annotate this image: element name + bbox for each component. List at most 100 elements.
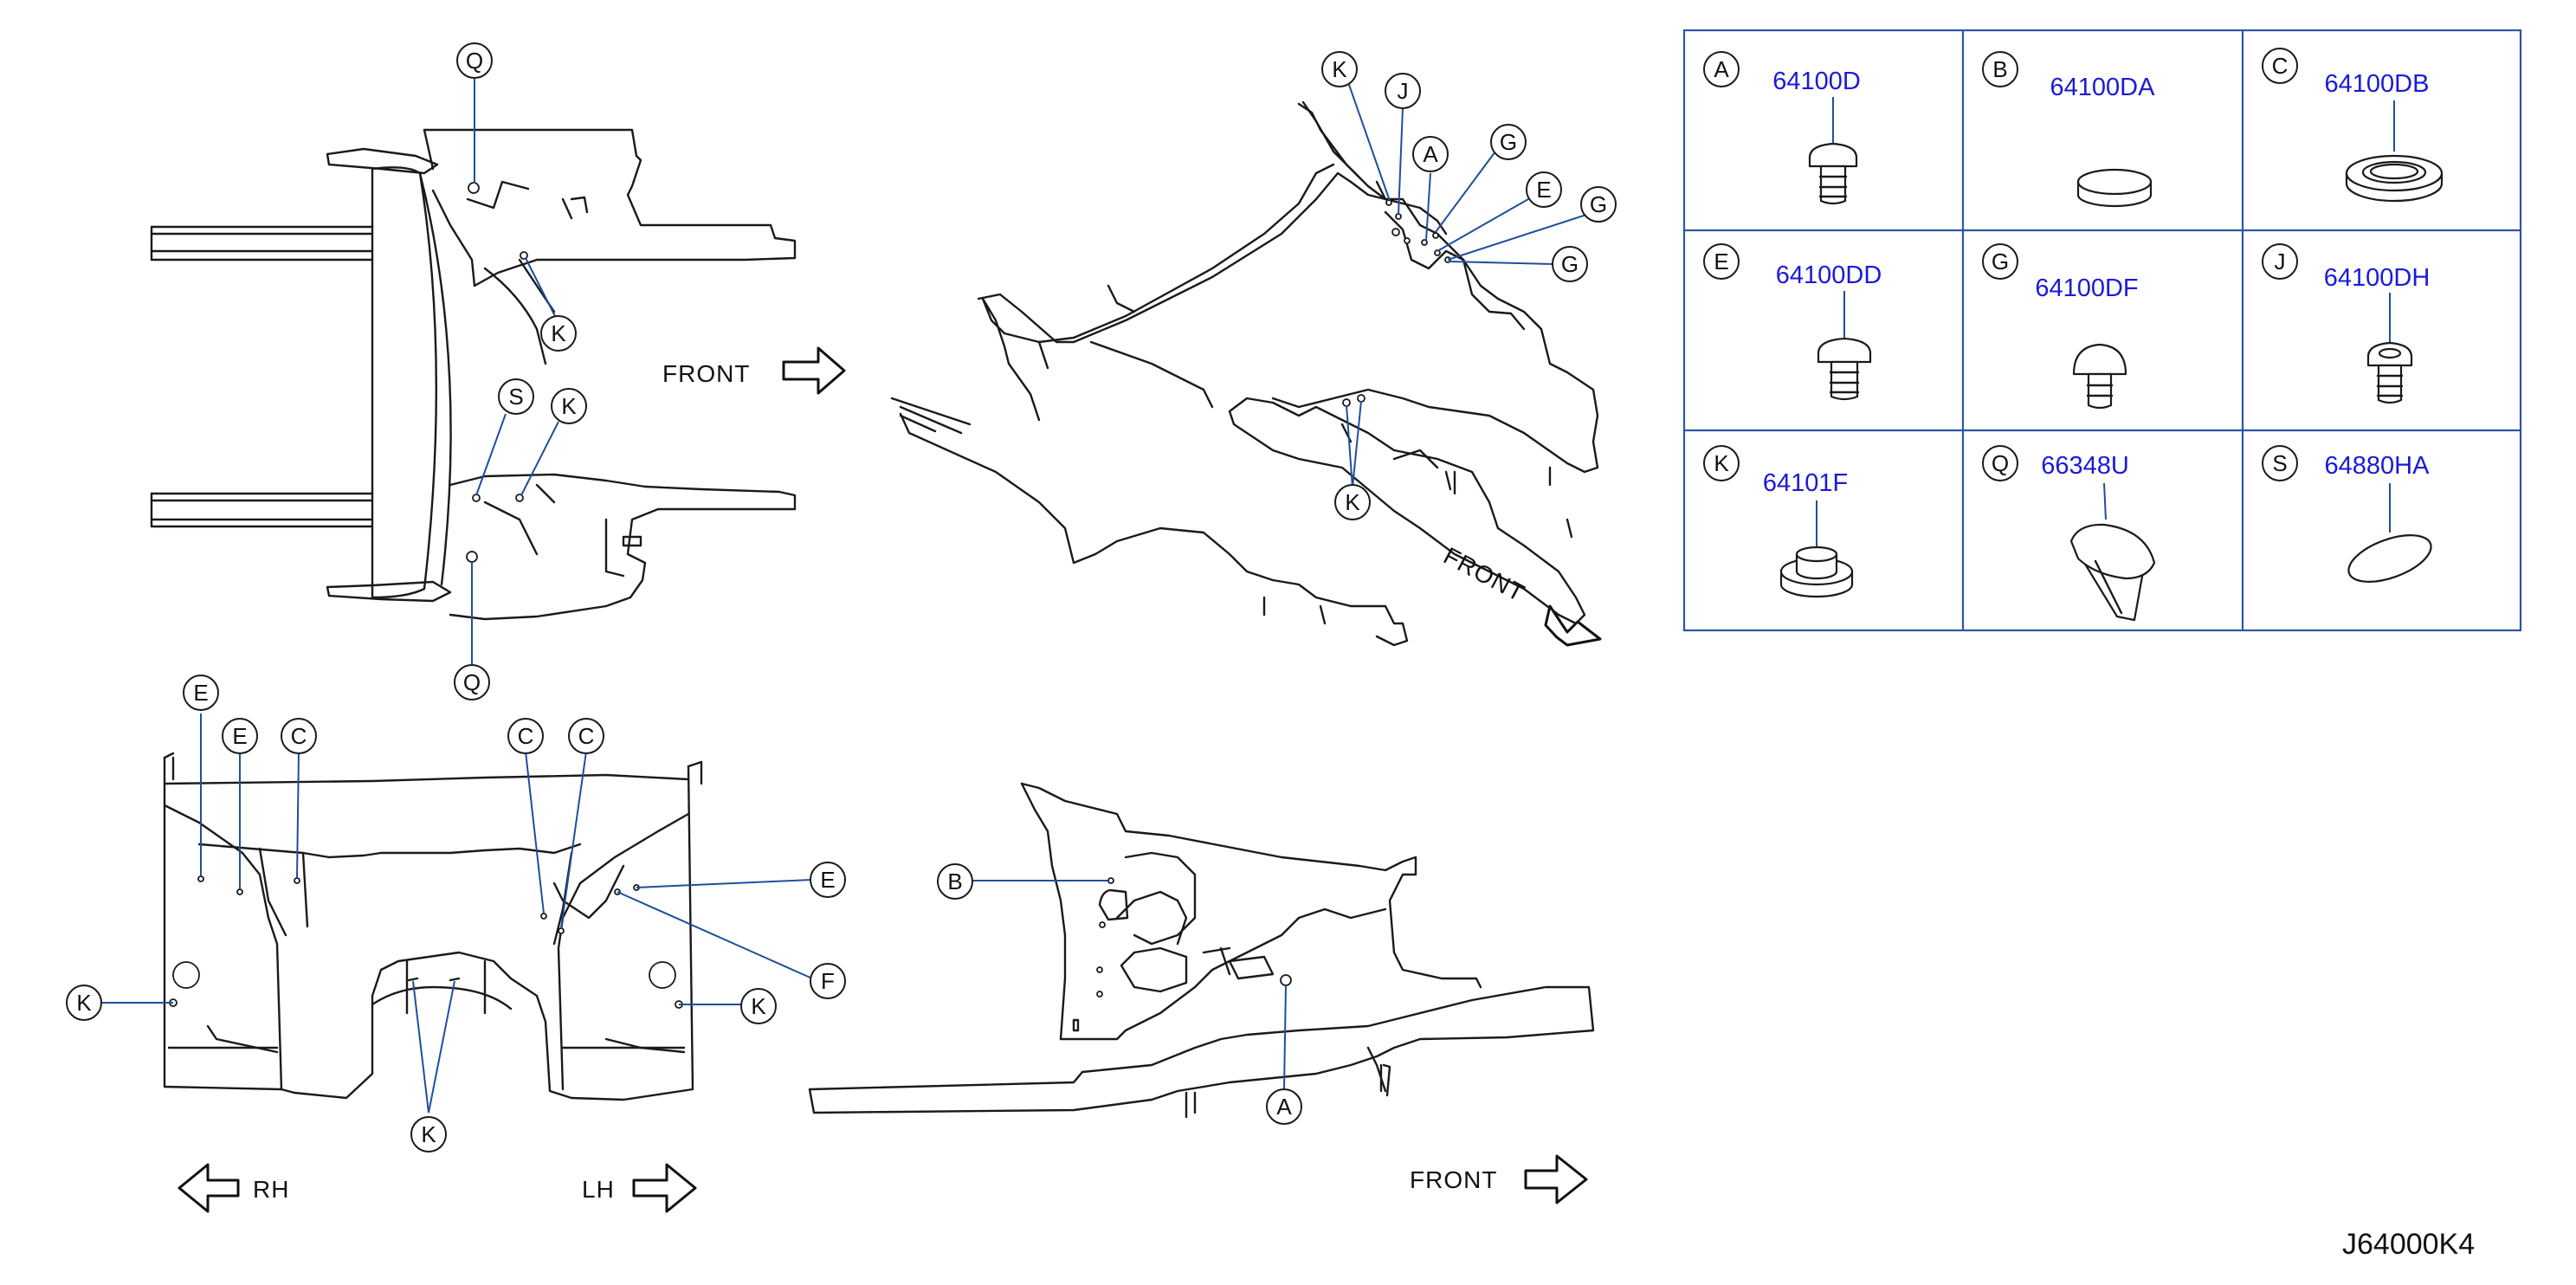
- svg-text:K: K: [551, 320, 566, 346]
- svg-text:K: K: [421, 1121, 436, 1147]
- view-top-body: [150, 128, 797, 621]
- svg-text:FRONT: FRONT: [1439, 542, 1529, 607]
- arrow-right-icon: [782, 346, 846, 395]
- svg-text:66348U: 66348U: [2041, 452, 2129, 480]
- parts-cell-c: C 64100DB: [2262, 48, 2444, 203]
- callout-k: K: [551, 388, 587, 424]
- callout-e: E: [810, 862, 846, 898]
- svg-text:G: G: [1590, 191, 1607, 217]
- direction-front-1: FRONT: [662, 346, 846, 395]
- svg-text:B: B: [1992, 56, 2007, 82]
- svg-text:FRONT: FRONT: [1410, 1166, 1497, 1193]
- callout-e: E: [222, 718, 258, 754]
- svg-text:E: E: [193, 680, 208, 706]
- svg-text:G: G: [1500, 129, 1517, 155]
- svg-text:S: S: [2272, 450, 2287, 476]
- arrow-right-icon: [632, 1163, 697, 1213]
- callout-f: F: [810, 963, 846, 999]
- svg-text:K: K: [1714, 450, 1729, 476]
- svg-text:64880HA: 64880HA: [2325, 452, 2431, 480]
- view-side-body: [808, 782, 1595, 1119]
- svg-text:E: E: [820, 867, 835, 893]
- svg-text:F: F: [821, 968, 835, 994]
- callout-k: K: [540, 315, 577, 352]
- svg-text:Q: Q: [1992, 450, 2009, 476]
- callout-k: K: [1334, 484, 1371, 520]
- svg-text:E: E: [1714, 249, 1728, 274]
- svg-text:E: E: [1536, 177, 1551, 203]
- diagram-code: J64000K4: [2342, 1228, 2475, 1261]
- callout-g: G: [1552, 246, 1588, 282]
- svg-text:64100DH: 64100DH: [2324, 264, 2431, 292]
- oval-grommet-icon: [2069, 523, 2156, 622]
- parts-cell-b: B 64100DA: [1982, 51, 2156, 208]
- svg-text:G: G: [1992, 249, 2009, 274]
- parts-cell-s: S 64880HA: [2262, 445, 2432, 583]
- svg-text:B: B: [947, 869, 962, 894]
- arrow-left-icon: [178, 1163, 240, 1213]
- callout-c: C: [507, 718, 544, 754]
- callout-k: K: [1321, 51, 1358, 87]
- parts-cell-g: G 64100DF: [1982, 243, 2139, 410]
- callouts: Q K S K Q K J A G E G G K E E C C C E F …: [66, 42, 1617, 1153]
- svg-text:A: A: [1423, 141, 1438, 167]
- parts-table: A 64100D B 64100DA C 64100DB: [1682, 29, 2522, 632]
- callout-s: S: [498, 378, 534, 415]
- flat-plug-icon: [2076, 168, 2153, 208]
- svg-text:S: S: [508, 384, 523, 410]
- callout-e: E: [183, 675, 219, 711]
- svg-text:K: K: [1332, 56, 1347, 82]
- svg-text:64100DB: 64100DB: [2325, 70, 2430, 98]
- parts-cell-j: J 64100DH: [2262, 243, 2431, 404]
- callout-a: A: [1266, 1088, 1302, 1125]
- svg-text:64101F: 64101F: [1763, 469, 1848, 497]
- svg-text:K: K: [76, 990, 92, 1016]
- svg-text:64100DD: 64100DD: [1776, 262, 1882, 289]
- dome-clip-icon: [2072, 343, 2127, 410]
- push-clip-icon: [1817, 337, 1872, 401]
- svg-text:64100DA: 64100DA: [2050, 74, 2156, 101]
- svg-text:C: C: [518, 723, 534, 749]
- parts-cell-q: Q 66348U: [1982, 445, 2156, 622]
- callout-q: Q: [454, 664, 490, 701]
- view-front-body: [163, 752, 703, 1101]
- svg-text:A: A: [1276, 1094, 1292, 1120]
- svg-text:C: C: [578, 723, 595, 749]
- view-iso-body: [890, 100, 1599, 647]
- callout-g: G: [1580, 186, 1617, 223]
- stepped-plug-icon: [1779, 546, 1854, 598]
- arrow-right-icon: [1524, 1154, 1588, 1204]
- parts-cell-a: A 64100D: [1703, 51, 1861, 205]
- callout-c: C: [281, 718, 317, 754]
- callout-e: E: [1526, 171, 1562, 208]
- callout-b: B: [937, 863, 973, 900]
- push-clip-icon: [1808, 142, 1858, 205]
- svg-text:K: K: [1345, 489, 1360, 515]
- svg-text:C: C: [291, 723, 307, 749]
- svg-text:64100D: 64100D: [1772, 68, 1861, 95]
- svg-text:E: E: [232, 723, 247, 749]
- svg-text:FRONT: FRONT: [662, 360, 750, 387]
- leader-lines: [101, 78, 1587, 1114]
- parts-cell-k: K 64101F: [1703, 445, 1854, 598]
- direction-front-2: FRONT: [1439, 542, 1602, 647]
- callout-j: J: [1385, 73, 1421, 109]
- callout-g: G: [1490, 124, 1527, 160]
- direction-lh: LH: [582, 1163, 697, 1213]
- svg-text:J: J: [2275, 249, 2286, 274]
- push-clip-icon: [2366, 341, 2413, 404]
- arrow-diag-icon: [1544, 604, 1602, 647]
- svg-text:A: A: [1714, 56, 1729, 82]
- direction-front-3: FRONT: [1410, 1154, 1588, 1204]
- svg-text:Q: Q: [466, 48, 483, 74]
- svg-text:LH: LH: [582, 1176, 615, 1203]
- callout-k: K: [410, 1116, 447, 1153]
- oval-seal-icon: [2347, 534, 2432, 583]
- callout-c: C: [568, 718, 604, 754]
- callout-a: A: [1412, 136, 1449, 172]
- callout-k: K: [740, 988, 777, 1024]
- svg-text:Q: Q: [463, 669, 481, 695]
- parts-cell-e: E 64100DD: [1703, 243, 1882, 401]
- direction-rh: RH: [178, 1163, 288, 1213]
